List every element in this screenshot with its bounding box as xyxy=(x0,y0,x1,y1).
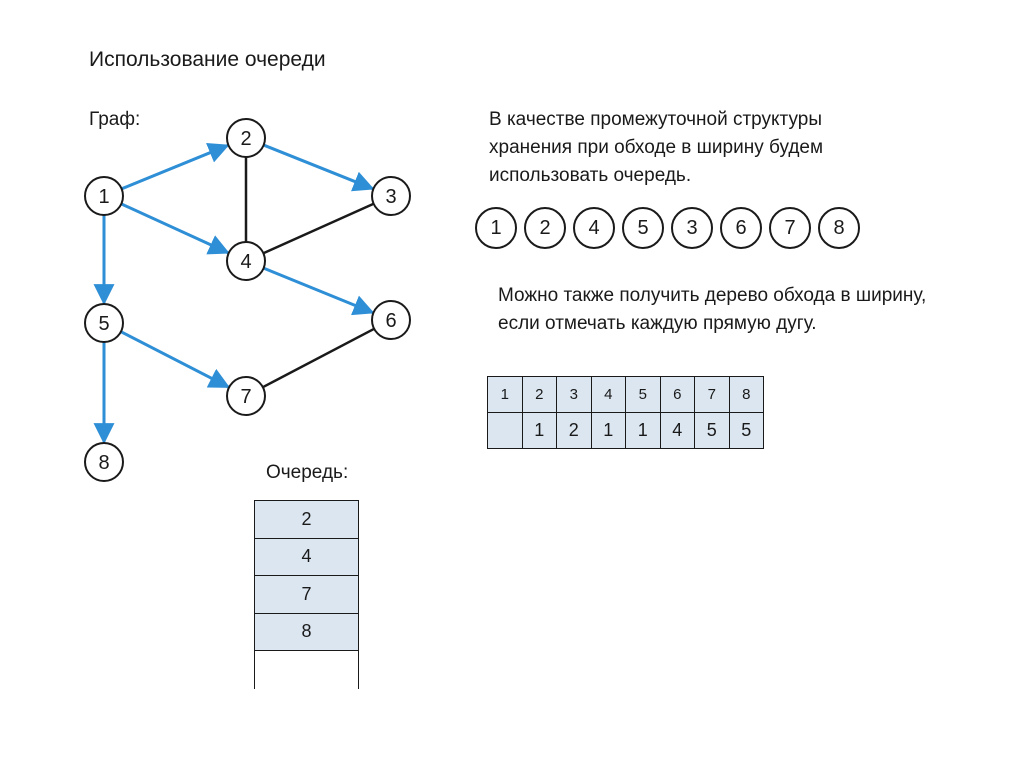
tree-edge-4-6 xyxy=(263,266,375,316)
tree-edge-2-3 xyxy=(263,143,375,192)
graph-label: Граф: xyxy=(89,109,141,130)
graph-edge-4-3 xyxy=(262,202,375,255)
queue-empty-slot xyxy=(254,651,359,689)
parent-cell xyxy=(487,412,523,449)
node-label: 5 xyxy=(98,313,109,335)
vertex-cell: 2 xyxy=(521,376,557,413)
page-title: Использование очереди xyxy=(89,48,326,71)
tree-edge-5-7 xyxy=(120,330,231,389)
order-node: 8 xyxy=(818,207,860,249)
graph-node-5: 5 xyxy=(84,303,124,343)
vertex-cell: 4 xyxy=(590,376,626,413)
order-node: 3 xyxy=(671,207,713,249)
vertex-cell: 8 xyxy=(728,376,764,413)
tree-edge-1-4 xyxy=(120,202,230,255)
graph-node-8: 8 xyxy=(84,442,124,482)
queue-label: Очередь: xyxy=(266,462,349,483)
node-label: 3 xyxy=(385,186,396,208)
node-circle xyxy=(84,303,124,343)
parent-cell: 5 xyxy=(728,412,764,449)
graph-node-4: 4 xyxy=(226,241,266,281)
queue-cell: 2 xyxy=(254,500,359,538)
node-circle xyxy=(226,241,266,281)
paragraph-line: хранения при обходе в ширину будем xyxy=(489,137,824,158)
graph-node-1: 1 xyxy=(84,176,124,216)
paragraph-tree-explanation: Можно также получить дерево обхода в шир… xyxy=(498,282,926,338)
vertex-cell: 5 xyxy=(625,376,661,413)
node-circle xyxy=(226,376,266,416)
order-node: 7 xyxy=(769,207,811,249)
vertex-cell: 3 xyxy=(556,376,592,413)
node-label: 6 xyxy=(385,310,396,332)
vertex-cell: 1 xyxy=(487,376,523,413)
paragraph-line: использовать очередь. xyxy=(489,165,692,186)
parent-cell: 4 xyxy=(659,412,695,449)
node-label: 8 xyxy=(98,452,109,474)
graph-node-7: 7 xyxy=(226,376,266,416)
node-label: 4 xyxy=(240,251,251,273)
graph-diagram: 1 2 3 4 5 6 7 8 xyxy=(84,118,411,482)
tree-edge-1-2 xyxy=(121,142,230,191)
graph-node-6: 6 xyxy=(371,300,411,340)
parent-cell: 5 xyxy=(694,412,730,449)
node-circle xyxy=(226,118,266,158)
queue-cell: 4 xyxy=(254,537,359,575)
graph-node-3: 3 xyxy=(371,176,411,216)
parent-cell: 2 xyxy=(556,412,592,449)
paragraph-line: если отмечать каждую прямую дугу. xyxy=(498,313,817,334)
vertex-cell: 6 xyxy=(659,376,695,413)
paragraph-queue-explanation: В качестве промежуточной структуры хране… xyxy=(489,106,823,190)
vertex-cell: 7 xyxy=(694,376,730,413)
paragraph-line: Можно также получить дерево обхода в шир… xyxy=(498,285,927,306)
node-circle xyxy=(84,442,124,482)
order-node: 1 xyxy=(475,207,517,249)
node-circle xyxy=(371,176,411,216)
order-node: 6 xyxy=(720,207,762,249)
order-node: 5 xyxy=(622,207,664,249)
parent-cell: 1 xyxy=(521,412,557,449)
graph-node-2: 2 xyxy=(226,118,266,158)
parent-cell: 1 xyxy=(625,412,661,449)
order-node: 4 xyxy=(573,207,615,249)
order-node: 2 xyxy=(524,207,566,249)
node-label: 7 xyxy=(240,386,251,408)
parent-cell: 1 xyxy=(590,412,626,449)
node-circle xyxy=(371,300,411,340)
node-label: 2 xyxy=(240,128,251,150)
queue-cell: 7 xyxy=(254,575,359,613)
graph-edge-6-7 xyxy=(262,327,375,389)
node-circle xyxy=(84,176,124,216)
paragraph-line: В качестве промежуточной структуры xyxy=(489,109,822,130)
queue-cell: 8 xyxy=(254,612,359,651)
node-label: 1 xyxy=(98,186,109,208)
